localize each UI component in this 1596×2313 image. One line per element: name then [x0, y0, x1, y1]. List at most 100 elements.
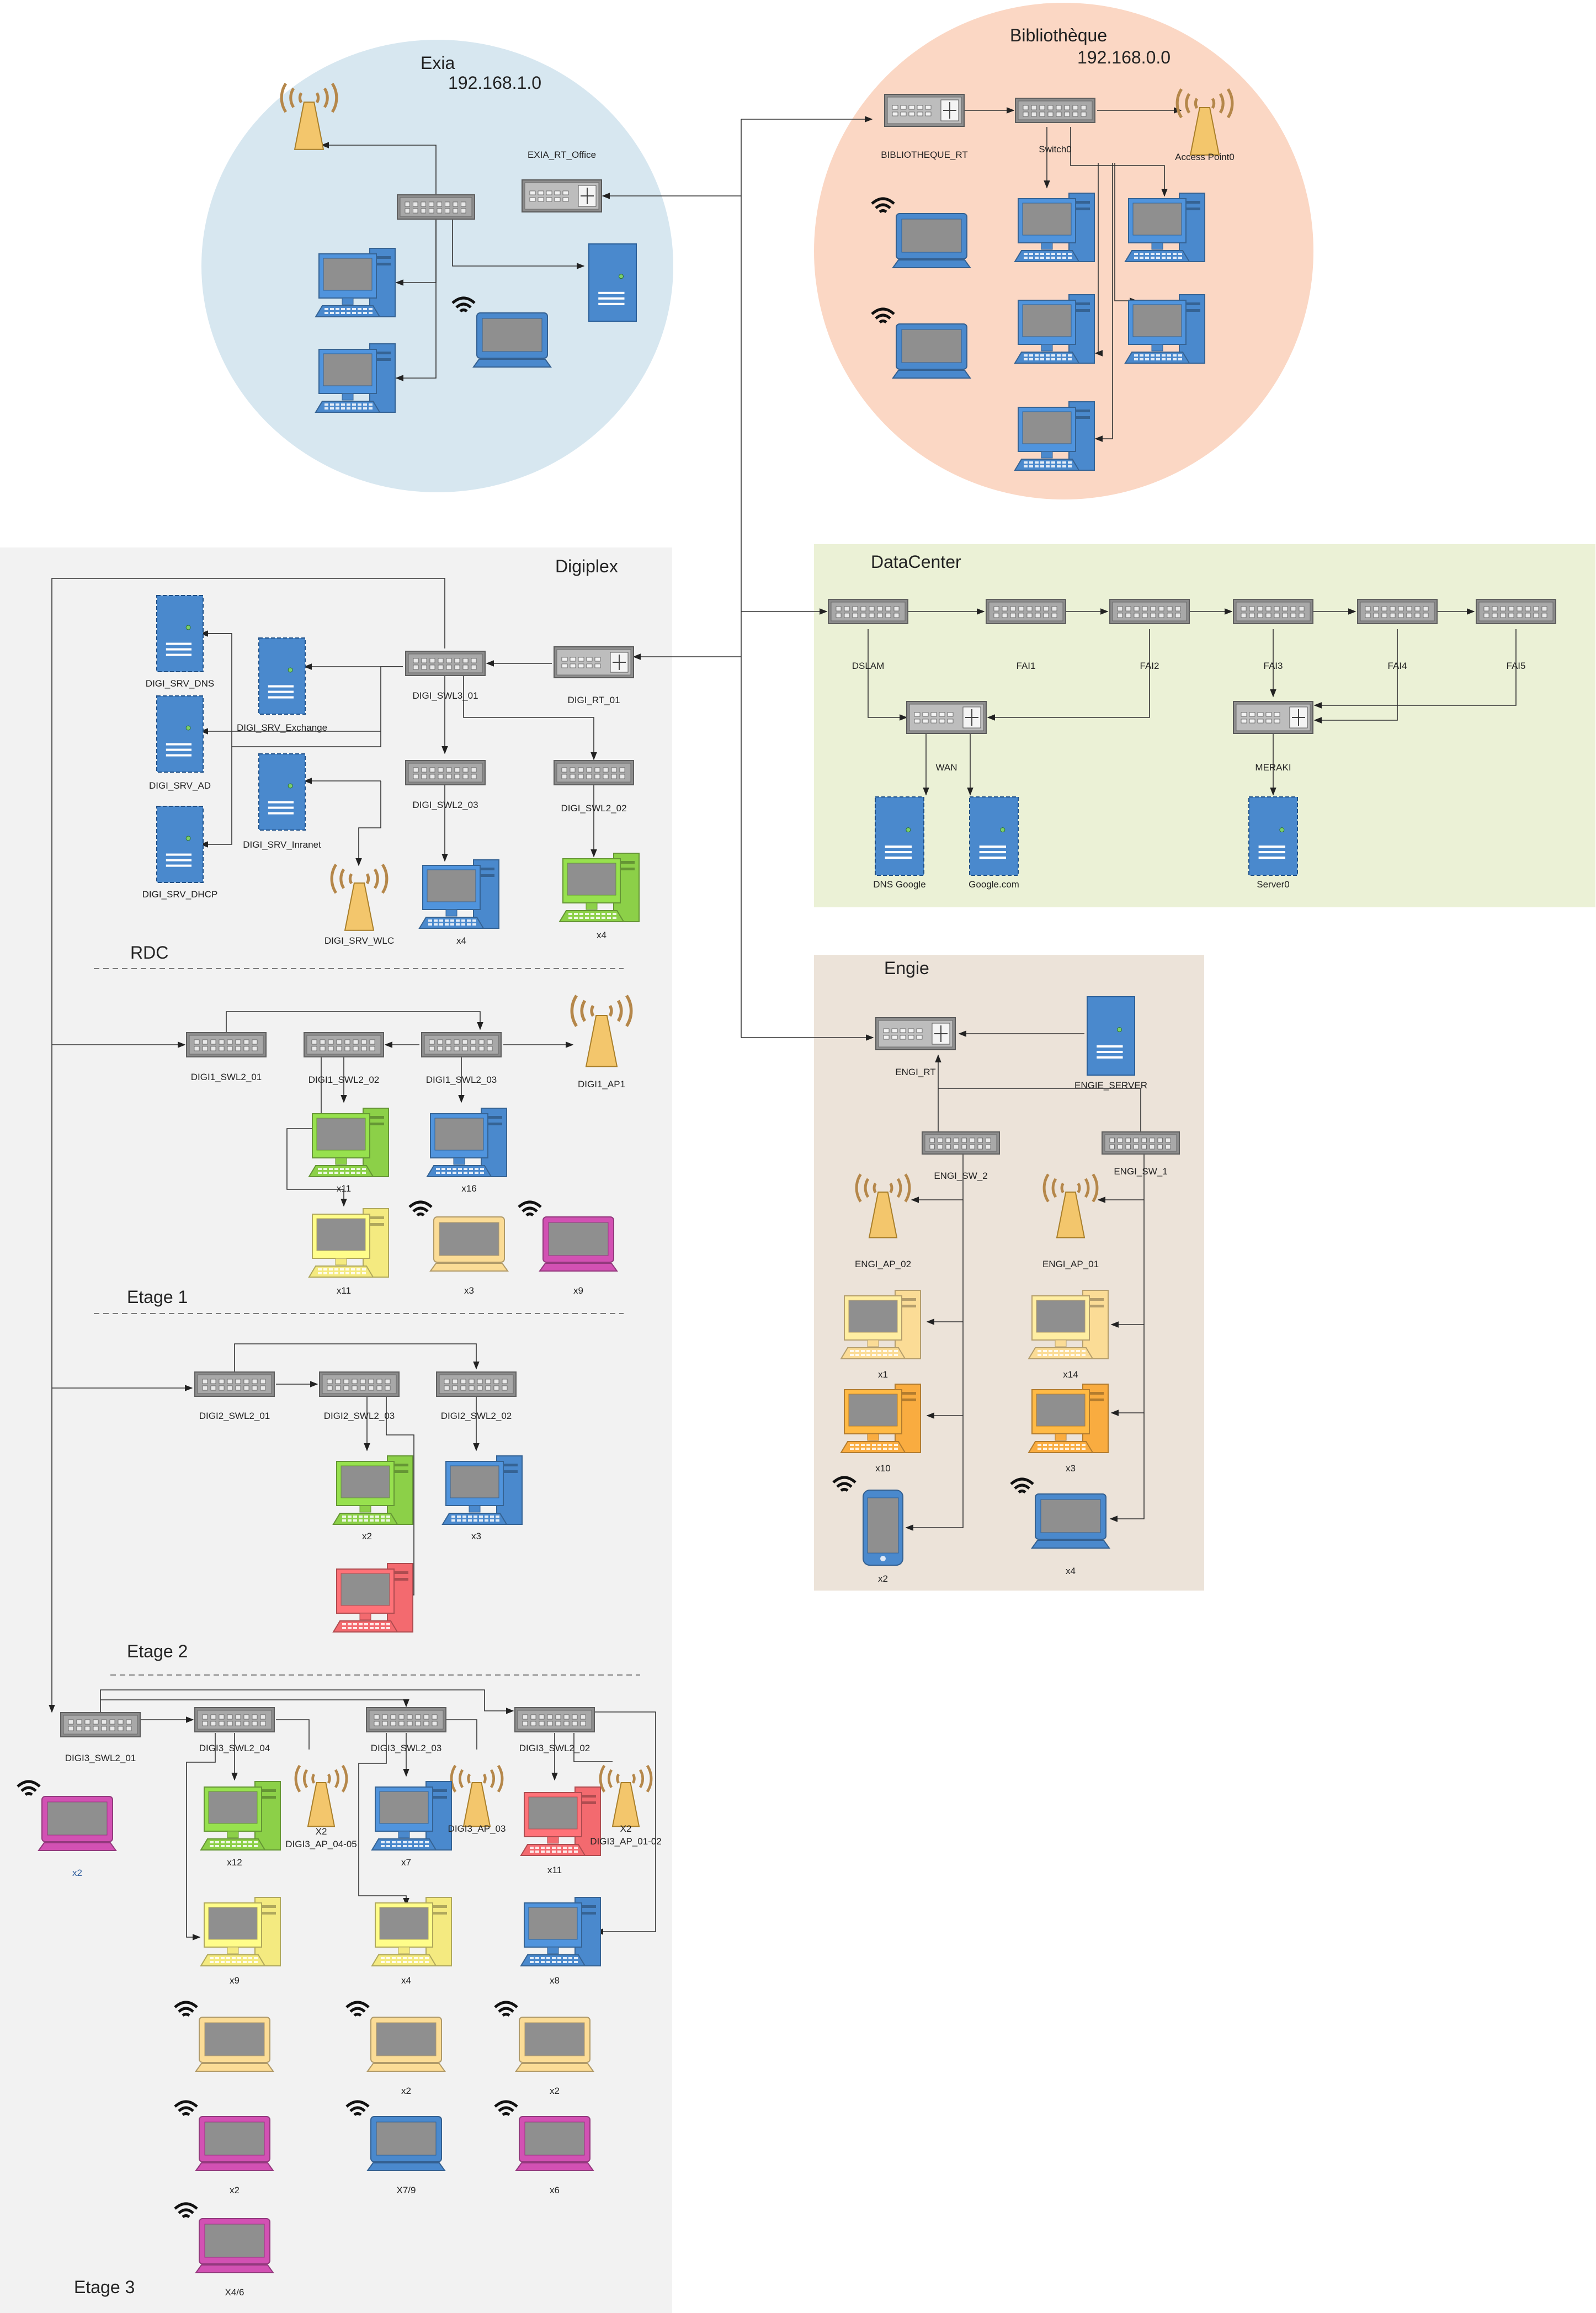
- dc-dns[interactable]: [875, 796, 924, 876]
- exia-server[interactable]: [588, 243, 637, 322]
- engie-pc-2[interactable]: [1028, 1290, 1109, 1359]
- digi2-swl2-02[interactable]: [436, 1371, 517, 1397]
- engie-pc-3[interactable]: [840, 1384, 921, 1453]
- bib-ap[interactable]: [1175, 88, 1234, 156]
- digi3-pc-blue-2[interactable]: [520, 1897, 601, 1966]
- digi2-swl2-01[interactable]: [194, 1371, 275, 1397]
- digi3-pc-green[interactable]: [200, 1781, 281, 1851]
- digi3-pc-yellow-2[interactable]: [371, 1897, 452, 1966]
- digi2-pc-red[interactable]: [332, 1563, 413, 1633]
- digi3-laptop-orange-3[interactable]: [515, 2017, 594, 2072]
- exia-ap[interactable]: [280, 83, 338, 150]
- digi-swl3-01[interactable]: [405, 651, 486, 676]
- exia-pc-2[interactable]: [315, 343, 396, 413]
- bib-router[interactable]: [884, 94, 965, 127]
- digi3-pc-yellow-1[interactable]: [200, 1897, 281, 1966]
- digi3-laptop-blue[interactable]: [366, 2116, 446, 2171]
- digi3-laptop-orange-2[interactable]: [366, 2017, 446, 2072]
- digi3-pc-red[interactable]: [520, 1786, 601, 1856]
- dc-fai1[interactable]: [986, 599, 1066, 624]
- label-dc-fai1: FAI1: [1016, 661, 1036, 671]
- digi-rdc-pc-1[interactable]: [418, 859, 499, 929]
- link-exia-sw-ap: [321, 142, 437, 207]
- digi1-pc-blue[interactable]: [426, 1108, 507, 1177]
- dc-fai5[interactable]: [1476, 599, 1556, 624]
- dc-fai3[interactable]: [1233, 599, 1313, 624]
- digi2-pc-blue[interactable]: [441, 1455, 523, 1525]
- label-e3-c2: x7: [401, 1857, 411, 1868]
- digi-swl2-02[interactable]: [554, 760, 634, 785]
- link-exia-sw-pc2: [395, 207, 437, 381]
- exia-switch[interactable]: [397, 194, 475, 220]
- exia-pc-1[interactable]: [315, 248, 396, 317]
- digi3-swl2-04[interactable]: [194, 1707, 275, 1732]
- digi1-swl2-02[interactable]: [304, 1032, 384, 1057]
- bib-pc-1[interactable]: [1014, 193, 1095, 262]
- digi3-swl2-03[interactable]: [366, 1707, 446, 1732]
- digi3-ap-01-02[interactable]: [599, 1764, 653, 1827]
- digi-srv-ad[interactable]: [156, 695, 204, 773]
- digi3-pc-blue[interactable]: [371, 1781, 452, 1851]
- bib-pc-4[interactable]: [1124, 294, 1205, 364]
- digi3-laptop-magenta-0[interactable]: [38, 1796, 117, 1851]
- digi1-ap1[interactable]: [570, 995, 633, 1067]
- digi2-swl2-03[interactable]: [319, 1371, 400, 1397]
- digi3-ap-04-05[interactable]: [294, 1764, 348, 1827]
- label-e1-sw2: DIGI1_SWL2_02: [308, 1075, 380, 1085]
- digi-srv-intranet[interactable]: [258, 753, 306, 831]
- digi1-laptop-orange[interactable]: [429, 1216, 509, 1272]
- exia-laptop-wifi-icon: [451, 296, 476, 313]
- dc-fai4[interactable]: [1357, 599, 1438, 624]
- dc-meraki[interactable]: [1233, 701, 1313, 734]
- digi3-laptop-magenta-2[interactable]: [515, 2116, 594, 2171]
- link-exia-sw-server: [452, 215, 585, 269]
- digi1-swl2-01[interactable]: [186, 1032, 267, 1057]
- digi-srv-exchange[interactable]: [258, 637, 306, 715]
- exia-router[interactable]: [522, 179, 602, 212]
- engie-sw1[interactable]: [1102, 1131, 1180, 1155]
- digi3-laptop-orange-1[interactable]: [195, 2017, 274, 2072]
- engie-pc-1[interactable]: [840, 1290, 921, 1359]
- digi-rdc-pc-2[interactable]: [558, 853, 640, 922]
- bib-pc-2[interactable]: [1124, 193, 1205, 262]
- bib-pc-5[interactable]: [1014, 401, 1095, 471]
- digi-swl2-03[interactable]: [405, 760, 486, 785]
- bib-pc-3[interactable]: [1014, 294, 1095, 364]
- dc-dslam[interactable]: [828, 599, 908, 624]
- bib-laptop-1[interactable]: [892, 213, 971, 268]
- exia-laptop[interactable]: [472, 312, 552, 368]
- label-e3-sw2: DIGI3_SWL2_02: [519, 1743, 590, 1753]
- bib-switch[interactable]: [1015, 98, 1095, 123]
- digi1-laptop-orange-wifi-icon: [408, 1200, 433, 1217]
- digi3-laptop-magenta-3[interactable]: [195, 2218, 274, 2273]
- digi-rt-01[interactable]: [554, 646, 634, 678]
- engie-router[interactable]: [875, 1017, 956, 1050]
- label-digi-swl2-03: DIGI_SWL2_03: [412, 800, 478, 810]
- digi-srv-dhcp[interactable]: [156, 806, 204, 883]
- digi1-pc-green[interactable]: [308, 1108, 389, 1177]
- bib-laptop-2-wifi-icon: [871, 307, 895, 324]
- dc-google[interactable]: [969, 796, 1019, 876]
- engie-pc-4[interactable]: [1028, 1384, 1109, 1453]
- digi3-swl2-01[interactable]: [60, 1712, 141, 1737]
- engie-ap01[interactable]: [1042, 1173, 1099, 1238]
- engie-laptop[interactable]: [1031, 1493, 1110, 1549]
- engie-phone[interactable]: [863, 1490, 903, 1566]
- digi2-pc-green[interactable]: [332, 1455, 413, 1525]
- digi-srv-dns[interactable]: [156, 595, 204, 672]
- digi1-swl2-03[interactable]: [421, 1032, 502, 1057]
- digi3-ap-03[interactable]: [450, 1764, 504, 1827]
- digi1-laptop-magenta[interactable]: [539, 1216, 618, 1272]
- digi3-laptop-magenta-1[interactable]: [195, 2116, 274, 2171]
- bib-laptop-2[interactable]: [892, 323, 971, 379]
- bibliotheque-title: Bibliothèque: [1010, 25, 1108, 45]
- digi3-swl2-02[interactable]: [514, 1707, 595, 1732]
- engie-server[interactable]: [1087, 996, 1135, 1076]
- dc-server0[interactable]: [1248, 796, 1298, 876]
- engie-ap02[interactable]: [855, 1173, 911, 1238]
- dc-fai2[interactable]: [1109, 599, 1190, 624]
- digi-srv-wlc[interactable]: [330, 864, 389, 931]
- dc-wan[interactable]: [906, 701, 987, 734]
- digi1-pc-yellow[interactable]: [308, 1208, 389, 1278]
- engie-sw2[interactable]: [922, 1131, 1000, 1155]
